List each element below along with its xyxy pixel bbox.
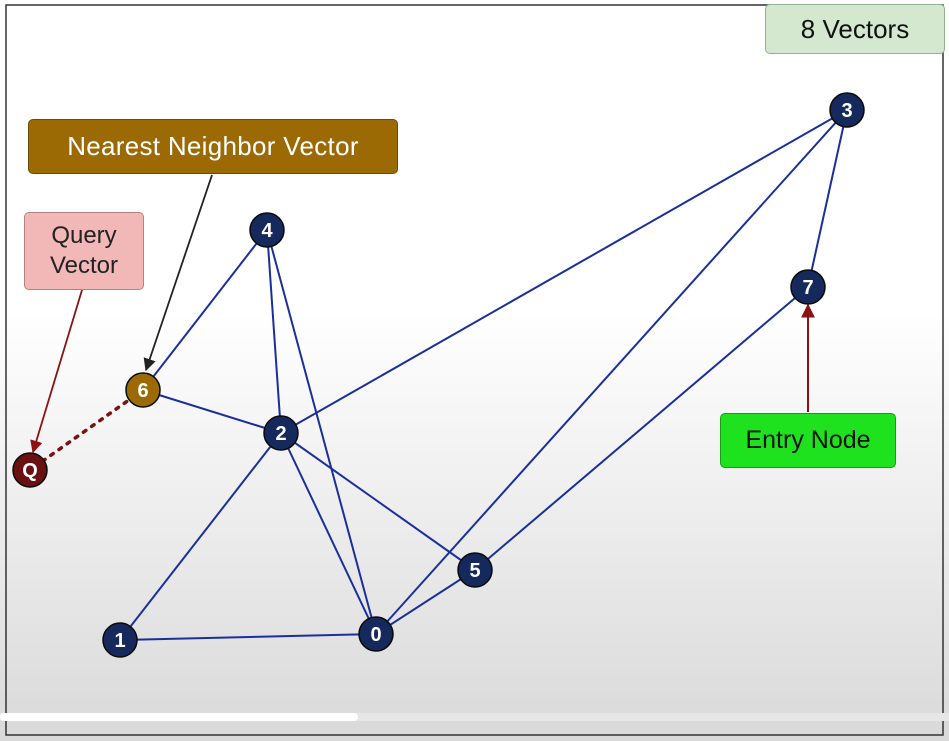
node-0: 0 bbox=[358, 616, 394, 652]
node-circle-1 bbox=[102, 622, 138, 658]
node-circle-Q bbox=[12, 452, 48, 488]
node-circle-3 bbox=[829, 92, 865, 128]
edge-2-5 bbox=[280, 432, 476, 571]
nearest-neighbor-pointer-arrow bbox=[143, 174, 213, 372]
dotted-edge-6-Q bbox=[28, 388, 145, 472]
node-circle-0 bbox=[358, 616, 394, 652]
node-5: 5 bbox=[457, 552, 493, 588]
node-circle-2 bbox=[263, 415, 299, 451]
node-label-7: 7 bbox=[802, 277, 813, 299]
edge-2-3 bbox=[280, 109, 848, 434]
query-label-line-2: Vector bbox=[49, 252, 119, 279]
edge-0-3 bbox=[375, 109, 848, 635]
node-Q: Q bbox=[12, 452, 48, 488]
node-label-6: 6 bbox=[137, 380, 148, 402]
edge-5-7 bbox=[474, 286, 809, 571]
node-label-4: 4 bbox=[261, 220, 273, 242]
node-6: 6 bbox=[125, 372, 161, 408]
node-label-3: 3 bbox=[841, 100, 852, 122]
query-vector-label: Query Vector bbox=[24, 212, 144, 290]
horizontal-scrollbar[interactable] bbox=[0, 713, 949, 721]
slide-border bbox=[5, 4, 944, 736]
scrollbar-thumb[interactable] bbox=[0, 713, 358, 721]
nodes-layer: 0 1 2 3 4 5 6 7Q bbox=[12, 92, 865, 658]
dotted-edges-layer bbox=[28, 388, 145, 472]
edge-1-0 bbox=[119, 633, 377, 641]
entry-node-label: Entry Node bbox=[720, 413, 896, 468]
node-circle-5 bbox=[457, 552, 493, 588]
node-7: 7 bbox=[790, 269, 826, 305]
node-label-1: 1 bbox=[114, 630, 125, 652]
node-2: 2 bbox=[263, 415, 299, 451]
node-label-2: 2 bbox=[275, 423, 286, 445]
node-circle-7 bbox=[790, 269, 826, 305]
nearest-neighbor-label: Nearest Neighbor Vector bbox=[28, 119, 398, 174]
node-circle-6 bbox=[125, 372, 161, 408]
node-label-0: 0 bbox=[370, 624, 381, 646]
node-circle-4 bbox=[249, 212, 285, 248]
edge-4-6 bbox=[142, 229, 268, 391]
edge-4-0 bbox=[266, 229, 377, 635]
edge-3-7 bbox=[807, 109, 848, 288]
node-1: 1 bbox=[102, 622, 138, 658]
edge-1-2 bbox=[119, 432, 282, 641]
edge-0-5 bbox=[375, 569, 476, 635]
edges-layer bbox=[119, 109, 848, 641]
vector-count-label: 8 Vectors bbox=[765, 4, 945, 54]
edge-2-4 bbox=[266, 229, 282, 434]
query-vector-pointer-arrow bbox=[30, 289, 83, 454]
node-label-Q: Q bbox=[22, 460, 38, 482]
edge-6-2 bbox=[142, 389, 282, 434]
node-4: 4 bbox=[249, 212, 285, 248]
node-label-5: 5 bbox=[469, 560, 480, 582]
edge-2-0 bbox=[280, 432, 377, 635]
node-3: 3 bbox=[829, 92, 865, 128]
query-label-line-1: Query bbox=[51, 222, 117, 249]
